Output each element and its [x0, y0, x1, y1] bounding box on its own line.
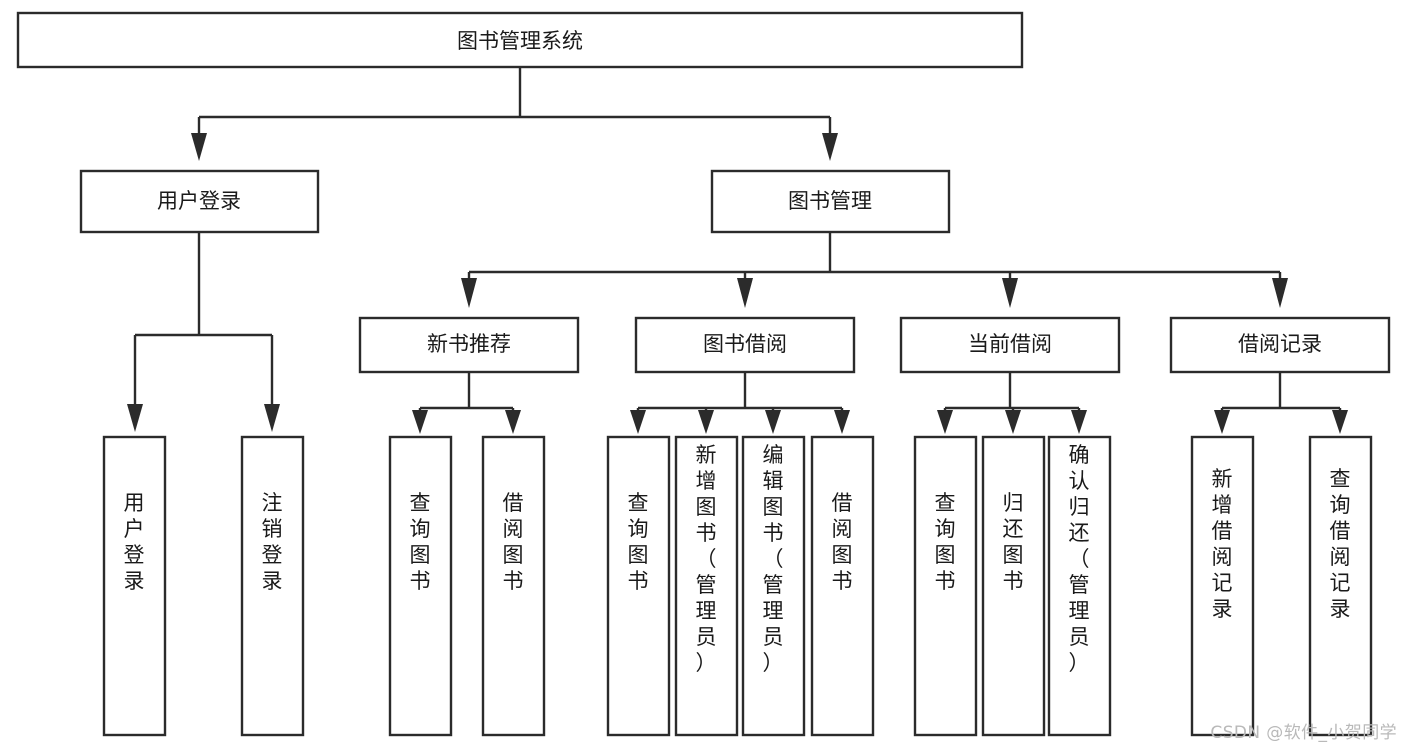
node-book-borrow-box[interactable] — [634, 316, 856, 374]
node-leaf-query-book-3-box[interactable] — [913, 435, 978, 737]
node-current-borrow-label: 当前借阅 — [968, 332, 1052, 356]
arrow-to-new-book-rec — [461, 278, 477, 308]
node-leaf-query-book-2[interactable]: 查询图书 — [606, 435, 671, 737]
arrow-to-leaf-query-book-1 — [412, 410, 428, 434]
node-leaf-return-book[interactable]: 归还图书 — [981, 435, 1046, 737]
node-leaf-add-record-label: 新增借阅记录 — [1212, 467, 1233, 621]
node-root[interactable]: 图书管理系统 — [16, 11, 1024, 69]
node-leaf-query-book-2-label: 查询图书 — [628, 491, 649, 593]
node-leaf-add-book-box[interactable] — [674, 435, 739, 737]
node-book-manage-label: 图书管理 — [788, 189, 872, 213]
node-leaf-user-login-label: 用户登录 — [124, 491, 145, 593]
node-leaf-confirm-return-box[interactable] — [1047, 435, 1112, 737]
arrow-to-leaf-confirm-return — [1071, 410, 1087, 434]
node-leaf-query-book-1[interactable]: 查询图书 — [388, 435, 453, 737]
node-user-login[interactable]: 用户登录 — [79, 169, 320, 234]
node-leaf-query-book-1-box[interactable] — [388, 435, 453, 737]
node-leaf-query-record-label: 查询借阅记录 — [1330, 467, 1351, 621]
node-new-book-rec-label: 新书推荐 — [427, 332, 511, 356]
connector-layer — [127, 67, 1348, 434]
node-leaf-borrow-book-1-box[interactable] — [481, 435, 546, 737]
arrow-to-leaf-user-login — [127, 404, 143, 432]
node-leaf-add-book-label: 新增图书（管理员） — [696, 443, 717, 675]
node-leaf-edit-book[interactable]: 编辑图书（管理员） — [741, 435, 806, 737]
node-new-book-rec-box[interactable] — [358, 316, 580, 374]
arrow-to-leaf-return-book — [1005, 410, 1021, 434]
node-leaf-confirm-return-label: 确认归还（管理员） — [1069, 443, 1090, 675]
node-leaf-borrow-book-2[interactable]: 借阅图书 — [810, 435, 875, 737]
node-root-label: 图书管理系统 — [457, 29, 583, 53]
node-user-login-box[interactable] — [79, 169, 320, 234]
node-leaf-borrow-book-2-box[interactable] — [810, 435, 875, 737]
node-leaf-add-record[interactable]: 新增借阅记录 — [1190, 435, 1255, 737]
node-current-borrow-box[interactable] — [899, 316, 1121, 374]
node-user-login-label: 用户登录 — [157, 189, 241, 213]
node-leaf-add-record-box[interactable] — [1190, 435, 1255, 737]
node-leaf-query-book-2-box[interactable] — [606, 435, 671, 737]
node-leaf-user-login-box[interactable] — [102, 435, 167, 737]
node-leaf-query-book-3[interactable]: 查询图书 — [913, 435, 978, 737]
arrow-to-user-login — [191, 133, 207, 161]
node-book-borrow-label: 图书借阅 — [703, 332, 787, 356]
node-leaf-query-record-box[interactable] — [1308, 435, 1373, 737]
node-leaf-query-book-3-label: 查询图书 — [935, 491, 956, 593]
arrow-to-leaf-query-record — [1332, 410, 1348, 434]
node-borrow-record-label: 借阅记录 — [1238, 332, 1322, 356]
arrow-to-book-manage — [822, 133, 838, 161]
node-borrow-record-box[interactable] — [1169, 316, 1391, 374]
node-leaf-edit-book-label: 编辑图书（管理员） — [763, 443, 784, 675]
node-new-book-rec[interactable]: 新书推荐 — [358, 316, 580, 374]
node-current-borrow[interactable]: 当前借阅 — [899, 316, 1121, 374]
arrow-to-leaf-borrow-book-1 — [505, 410, 521, 434]
node-leaf-logout-label: 注销登录 — [262, 491, 283, 593]
node-book-manage[interactable]: 图书管理 — [710, 169, 951, 234]
node-leaf-confirm-return[interactable]: 确认归还（管理员） — [1047, 435, 1112, 737]
node-leaf-borrow-book-1-label: 借阅图书 — [503, 491, 524, 593]
node-borrow-record[interactable]: 借阅记录 — [1169, 316, 1391, 374]
node-leaf-add-book[interactable]: 新增图书（管理员） — [674, 435, 739, 737]
arrow-to-leaf-edit-book — [765, 410, 781, 434]
arrow-to-leaf-query-book-3 — [937, 410, 953, 434]
node-leaf-user-login[interactable]: 用户登录 — [102, 435, 167, 737]
arrow-to-leaf-logout — [264, 404, 280, 432]
arrow-to-leaf-borrow-book-2 — [834, 410, 850, 434]
node-leaf-return-book-box[interactable] — [981, 435, 1046, 737]
node-leaf-logout-box[interactable] — [240, 435, 305, 737]
node-leaf-logout[interactable]: 注销登录 — [240, 435, 305, 737]
arrow-to-current-borrow — [1002, 278, 1018, 308]
node-leaf-query-record[interactable]: 查询借阅记录 — [1308, 435, 1373, 737]
node-leaf-query-book-1-label: 查询图书 — [410, 491, 431, 593]
arrow-to-leaf-query-book-2 — [630, 410, 646, 434]
arrow-to-book-borrow — [737, 278, 753, 308]
arrow-to-leaf-add-book — [698, 410, 714, 434]
node-leaf-return-book-label: 归还图书 — [1003, 491, 1024, 593]
node-leaf-borrow-book-2-label: 借阅图书 — [832, 491, 853, 593]
csdn-watermark: CSDN @软件_小贺同学 — [1210, 723, 1397, 743]
node-book-borrow[interactable]: 图书借阅 — [634, 316, 856, 374]
node-leaf-edit-book-box[interactable] — [741, 435, 806, 737]
node-leaf-borrow-book-1[interactable]: 借阅图书 — [481, 435, 546, 737]
node-book-manage-box[interactable] — [710, 169, 951, 234]
arrow-to-leaf-add-record — [1214, 410, 1230, 434]
node-root-box[interactable] — [16, 11, 1024, 69]
arrow-to-borrow-record — [1272, 278, 1288, 308]
